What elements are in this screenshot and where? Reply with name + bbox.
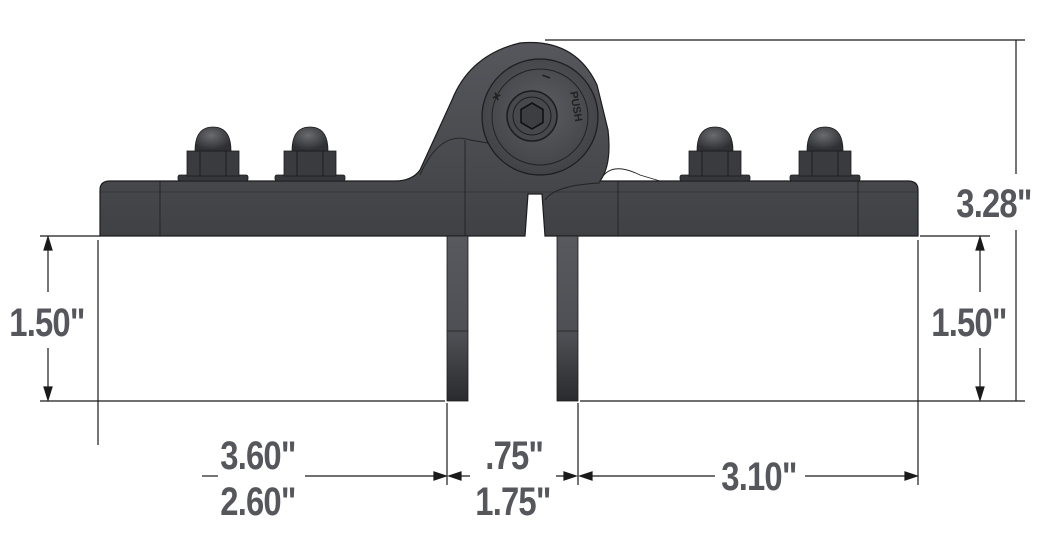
overall-height-label: 3.28" — [953, 184, 1035, 224]
left-width-bottom-label: 2.60" — [220, 480, 296, 524]
bracket-part: + − PUSH — [99, 41, 919, 402]
left-width-top-label: 3.60" — [220, 434, 296, 478]
dimension-lines — [40, 39, 1025, 485]
right-width-label: 3.10" — [718, 457, 800, 497]
left-leg-height-label: 1.50" — [9, 301, 85, 345]
hex-socket-icon — [520, 102, 544, 130]
acorn-nut-3 — [679, 126, 751, 182]
hub-push-marking: PUSH — [567, 90, 584, 122]
right-leg — [556, 235, 579, 402]
acorn-nut-1 — [177, 126, 249, 182]
acorn-nut-4 — [789, 126, 861, 182]
acorn-nut-2 — [274, 126, 346, 182]
right-leg-height-label: 1.50" — [931, 301, 1007, 345]
left-leg — [446, 235, 469, 402]
center-gap-bottom-label: 1.75" — [475, 480, 551, 524]
center-gap-top-label: .75" — [485, 434, 544, 478]
